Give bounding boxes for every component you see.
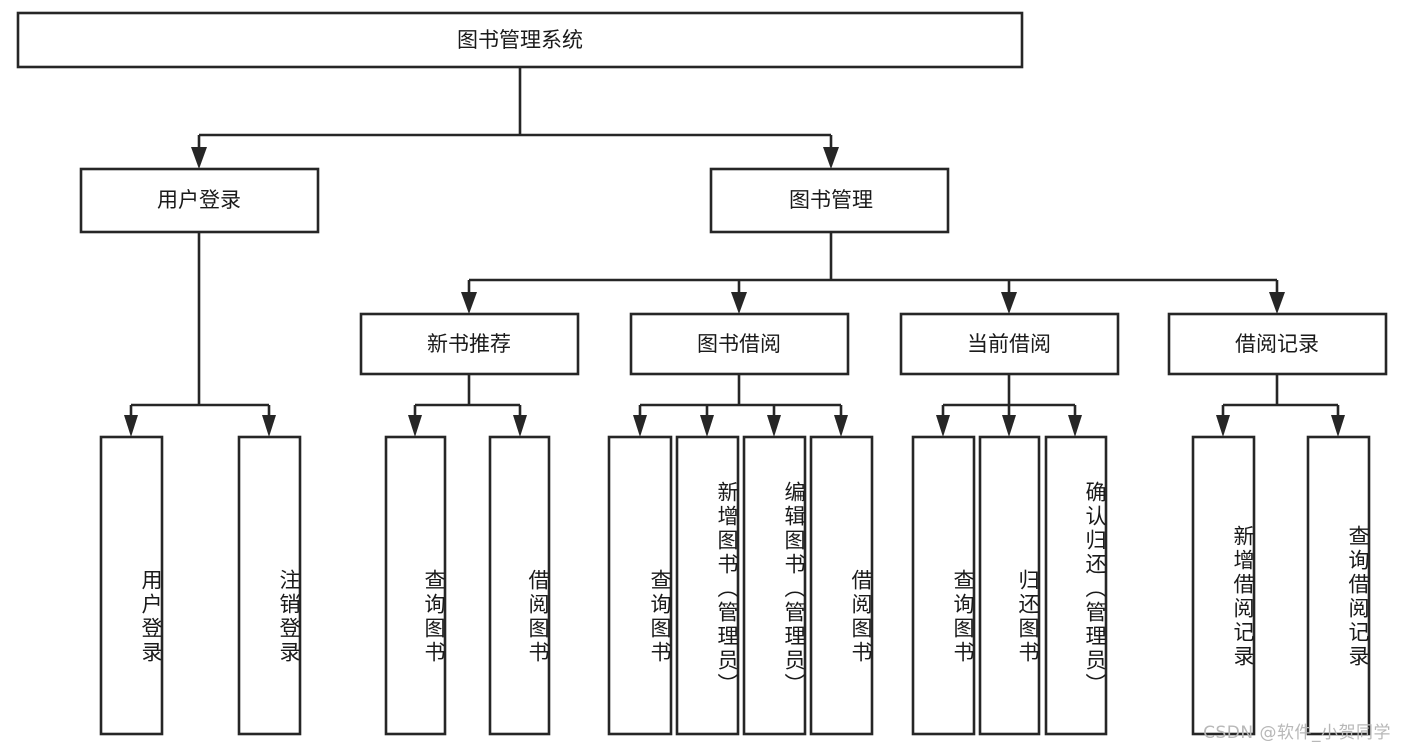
edges-current-borrow-to-leaves: [936, 374, 1082, 437]
leaf-query-book-1-rect[interactable]: [384, 435, 447, 736]
arrow-borrow-record: [1269, 292, 1285, 314]
leaf-user-logout-rect[interactable]: [237, 435, 302, 736]
arrow-leaf-add-book: [700, 415, 714, 437]
leaf-borrow-book-2-rect[interactable]: [809, 435, 874, 736]
node-current-borrow-rect[interactable]: [899, 312, 1120, 376]
node-book-borrow[interactable]: 图书借阅: [629, 312, 850, 376]
leaf-confirm-return-rect[interactable]: [1044, 435, 1108, 736]
node-book-manage-rect[interactable]: [709, 167, 950, 234]
node-book-manage[interactable]: 图书管理: [709, 167, 950, 234]
node-root[interactable]: 图书管理系统: [16, 11, 1024, 69]
arrow-leaf-user-login: [124, 415, 138, 437]
arrow-leaf-query-book-3: [936, 415, 950, 437]
leaf-query-book-3-rect[interactable]: [911, 435, 976, 736]
edges-user-login-to-leaves: [124, 232, 276, 437]
edges-book-borrow-to-leaves: [633, 374, 848, 437]
arrow-leaf-add-record: [1216, 415, 1230, 437]
leaf-query-record-rect[interactable]: [1306, 435, 1371, 736]
leaf-query-book-2-rect[interactable]: [607, 435, 673, 736]
arrow-leaf-confirm-return: [1068, 415, 1082, 437]
node-book-borrow-rect[interactable]: [629, 312, 850, 376]
node-borrow-record[interactable]: 借阅记录: [1167, 312, 1388, 376]
leaf-nodes: [99, 435, 1371, 736]
node-borrow-record-label: 借阅记录: [1235, 332, 1319, 356]
arrow-leaf-query-record: [1331, 415, 1345, 437]
node-new-book-recommend[interactable]: 新书推荐: [359, 312, 580, 376]
leaf-add-record-rect[interactable]: [1191, 435, 1256, 736]
node-new-book-recommend-label: 新书推荐: [427, 332, 511, 356]
leaf-borrow-book-1-rect[interactable]: [488, 435, 551, 736]
arrow-leaf-query-book-2: [633, 415, 647, 437]
arrow-leaf-borrow-book-2: [834, 415, 848, 437]
node-new-book-recommend-rect[interactable]: [359, 312, 580, 376]
edges-new-book-recommend-to-leaves: [408, 374, 527, 437]
arrow-leaf-borrow-book-1: [513, 415, 527, 437]
node-user-login-label: 用户登录: [157, 188, 241, 212]
leaf-add-book-rect[interactable]: [675, 435, 740, 736]
arrow-current-borrow: [1001, 292, 1017, 314]
arrow-book-manage: [823, 147, 839, 169]
node-current-borrow[interactable]: 当前借阅: [899, 312, 1120, 376]
arrow-book-borrow: [731, 292, 747, 314]
node-book-manage-label: 图书管理: [789, 188, 873, 212]
node-user-login[interactable]: 用户登录: [79, 167, 320, 234]
leaf-user-login-rect[interactable]: [99, 435, 164, 736]
leaf-edit-book-rect[interactable]: [742, 435, 807, 736]
node-root-label: 图书管理系统: [457, 28, 583, 52]
node-root-rect[interactable]: [16, 11, 1024, 69]
arrow-leaf-user-logout: [262, 415, 276, 437]
node-borrow-record-rect[interactable]: [1167, 312, 1388, 376]
leaf-return-book-rect[interactable]: [978, 435, 1041, 736]
edges-root-to-level2: [191, 67, 839, 169]
node-book-borrow-label: 图书借阅: [697, 332, 781, 356]
node-user-login-rect[interactable]: [79, 167, 320, 234]
node-current-borrow-label: 当前借阅: [967, 332, 1051, 356]
arrow-leaf-edit-book: [767, 415, 781, 437]
arrow-leaf-return-book: [1002, 415, 1016, 437]
edges-book-manage-to-level3: [461, 232, 1285, 314]
edges-borrow-record-to-leaves: [1216, 374, 1345, 437]
arrow-leaf-query-book-1: [408, 415, 422, 437]
arrow-new-book-recommend: [461, 292, 477, 314]
arrow-user-login: [191, 147, 207, 169]
